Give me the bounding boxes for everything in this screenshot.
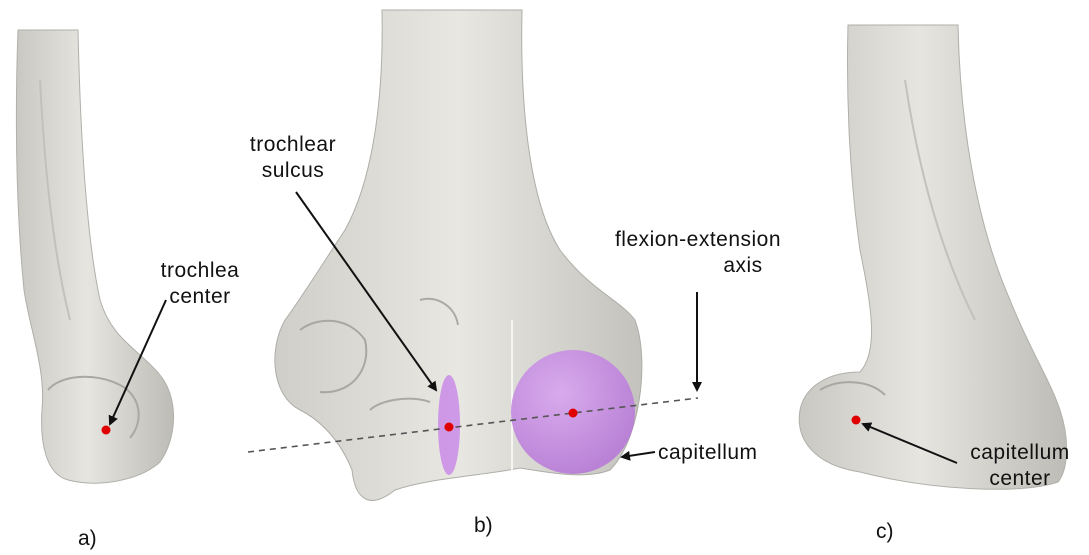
capitellum-center-point <box>569 409 578 418</box>
capitellum-arrow <box>622 452 655 457</box>
trochlea-center-point <box>102 426 111 435</box>
flexion-extension-axis-label: flexion-extension axis <box>588 227 808 279</box>
capitellum-center-point-c <box>852 416 861 425</box>
panel-label-b: b) <box>474 514 493 538</box>
capitellum-label: capitellum <box>658 440 758 466</box>
trochlea-center-label: trochlea center <box>140 258 260 304</box>
bone-view-c <box>799 25 1066 489</box>
trochlear-sulcus-label: trochlear sulcus <box>230 132 356 184</box>
panel-label-a: a) <box>78 527 97 551</box>
trochlear-sulcus-center-point <box>445 423 454 432</box>
panel-label-c: c) <box>876 520 894 544</box>
capitellum-center-label: capitellum center <box>955 440 1085 492</box>
bone-view-a <box>16 30 173 483</box>
